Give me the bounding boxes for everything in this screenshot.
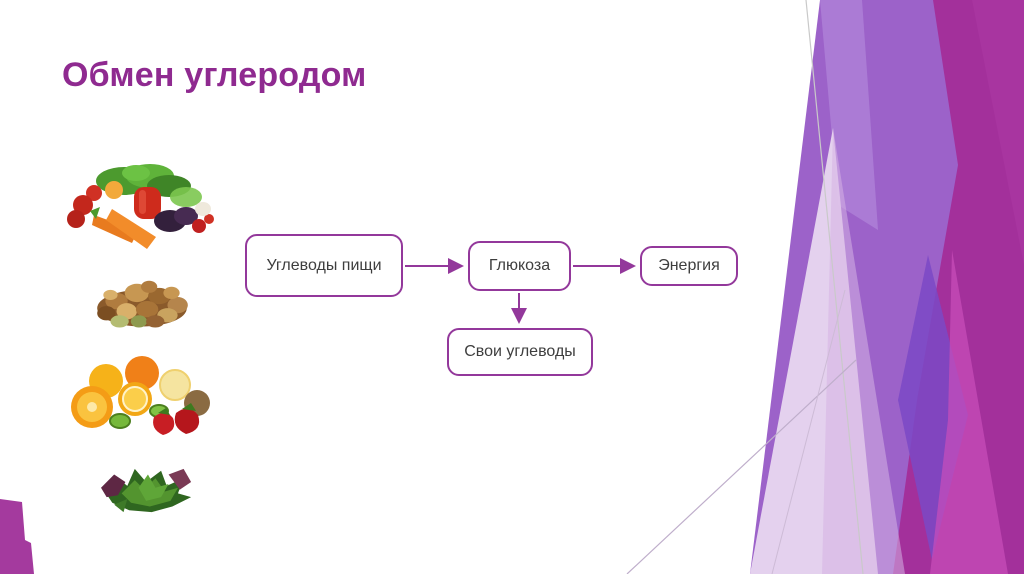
- salad-greens-image: [86, 444, 208, 522]
- facet-light-purple-band: [820, 0, 878, 230]
- diagram-node-glucose: Глюкоза: [468, 241, 571, 291]
- vegetables-image: [66, 158, 216, 260]
- diagram-node-food-carbs: Углеводы пищи: [245, 234, 403, 297]
- diagram-node-glucose-label: Глюкоза: [488, 257, 551, 274]
- decor-thin-line-3: [771, 289, 846, 574]
- diagram-node-food-carbs-label: Углеводы пищи: [266, 256, 382, 274]
- facet-magenta-top-right: [972, 0, 1024, 265]
- facet-bright-magenta: [930, 250, 1008, 574]
- decor-thin-line-1: [805, 0, 864, 574]
- diagram-node-own-carbs: Свои углеводы: [447, 328, 593, 376]
- nuts-image: [86, 262, 198, 334]
- diagram-node-energy-label: Энергия: [658, 257, 720, 274]
- slide-title: Обмен углеродом: [62, 56, 367, 94]
- diagram-node-energy: Энергия: [640, 246, 738, 286]
- fruits-image: [62, 350, 214, 442]
- facet-lavender-deep: [822, 128, 905, 574]
- bottom-left-accent: [0, 499, 34, 574]
- diagram-node-own-carbs-label: Свои углеводы: [464, 343, 576, 360]
